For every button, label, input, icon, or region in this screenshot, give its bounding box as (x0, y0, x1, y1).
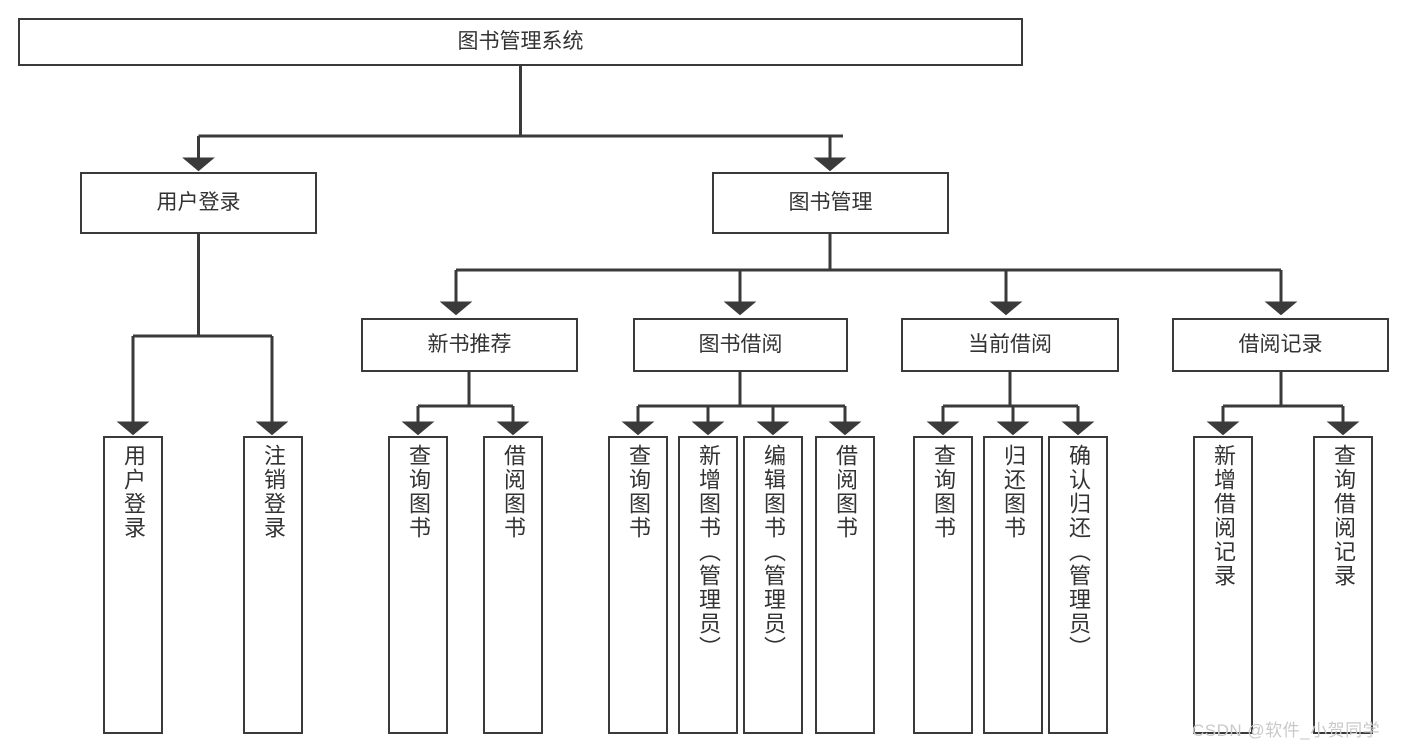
node-borrow-record-label: 借阅记录 (1238, 332, 1323, 356)
leaf-user-login-label: 用户登录 (121, 444, 146, 540)
leaf-query-book-recommend[interactable]: 查询图书 (388, 436, 448, 734)
leaf-user-login[interactable]: 用户登录 (103, 436, 163, 734)
leaf-confirm-return-admin[interactable]: 确认归还（管理员） (1048, 436, 1108, 734)
node-user-login[interactable]: 用户登录 (80, 172, 317, 234)
leaf-query-book-current-label: 查询图书 (931, 444, 956, 540)
leaf-borrow-book-borrow[interactable]: 借阅图书 (815, 436, 875, 734)
node-current-borrow-label: 当前借阅 (968, 332, 1052, 356)
node-new-book-recommend-label: 新书推荐 (427, 332, 512, 356)
leaf-add-book-admin-label: 新增图书（管理员） (696, 444, 721, 660)
leaf-add-borrow-record[interactable]: 新增借阅记录 (1193, 436, 1253, 734)
leaf-confirm-return-admin-label: 确认归还（管理员） (1066, 444, 1091, 660)
csdn-watermark: CSDN @软件_小贺同学 (1192, 721, 1381, 740)
leaf-query-book-current[interactable]: 查询图书 (913, 436, 973, 734)
node-root-label: 图书管理系统 (457, 29, 584, 53)
leaf-query-book-borrow[interactable]: 查询图书 (608, 436, 668, 734)
leaf-borrow-book-recommend[interactable]: 借阅图书 (483, 436, 543, 734)
leaf-logout-login-label: 注销登录 (261, 444, 286, 540)
leaf-logout-login[interactable]: 注销登录 (243, 436, 303, 734)
leaf-borrow-book-recommend-label: 借阅图书 (501, 444, 526, 540)
leaf-query-borrow-record[interactable]: 查询借阅记录 (1313, 436, 1373, 734)
leaf-borrow-book-borrow-label: 借阅图书 (833, 444, 858, 540)
node-root-book-management-system[interactable]: 图书管理系统 (18, 18, 1023, 66)
node-book-borrow-label: 图书借阅 (698, 332, 783, 356)
leaf-add-book-admin[interactable]: 新增图书（管理员） (678, 436, 738, 734)
leaf-query-book-borrow-label: 查询图书 (626, 444, 651, 540)
node-book-management-label: 图书管理 (788, 190, 873, 214)
leaf-edit-book-admin[interactable]: 编辑图书（管理员） (743, 436, 803, 734)
node-borrow-record[interactable]: 借阅记录 (1172, 318, 1389, 372)
leaf-query-borrow-record-label: 查询借阅记录 (1331, 444, 1356, 588)
leaf-return-book[interactable]: 归还图书 (983, 436, 1043, 734)
node-book-borrow[interactable]: 图书借阅 (633, 318, 848, 372)
node-book-management[interactable]: 图书管理 (712, 172, 949, 234)
leaf-return-book-label: 归还图书 (1001, 444, 1026, 540)
leaf-edit-book-admin-label: 编辑图书（管理员） (761, 444, 786, 660)
leaf-query-book-recommend-label: 查询图书 (406, 444, 431, 540)
node-user-login-label: 用户登录 (156, 190, 241, 214)
node-current-borrow[interactable]: 当前借阅 (901, 318, 1119, 372)
node-new-book-recommend[interactable]: 新书推荐 (361, 318, 578, 372)
leaf-add-borrow-record-label: 新增借阅记录 (1211, 444, 1236, 588)
